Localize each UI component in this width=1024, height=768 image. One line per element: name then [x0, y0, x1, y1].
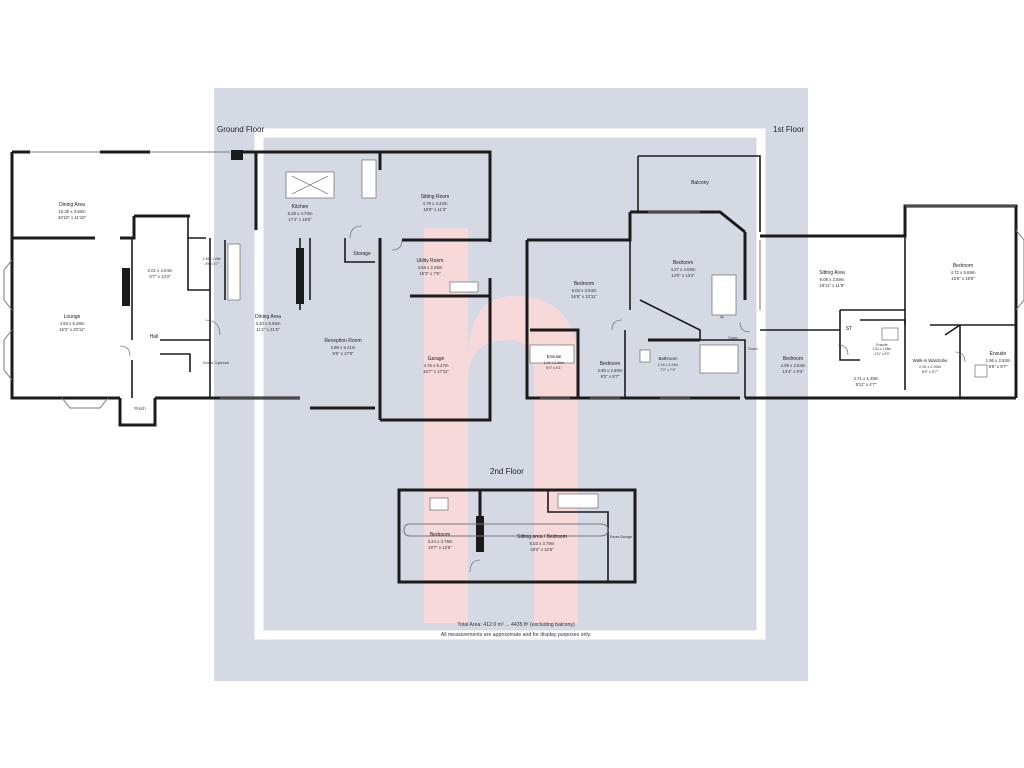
reception-dim-m: 2.89 x 5.41m: [331, 345, 356, 350]
kitchen-dim-ft: 17'4" x 15'5": [288, 217, 312, 222]
eaves-storage-name: Eaves Storage: [610, 535, 632, 539]
dining-left-dim-ft: 33'10" x 11'10": [58, 215, 87, 220]
bedroom-427-dim-ft: 14'0" x 13'4": [671, 273, 695, 278]
lounge-name: Lounge: [64, 314, 81, 320]
walk-in-dim-m: 2.05 x 2.93m: [919, 365, 941, 369]
bedroom-324-dim-m: 3.24 x 3.78m: [428, 539, 453, 544]
cloak-dim-ft: 4'9" x 5'7": [205, 262, 219, 266]
ensuite-small-name: Ensuite: [876, 343, 887, 347]
sitting-ground-name: Sitting Room: [421, 194, 450, 200]
sitting-area-dim-ft: 19'11" x 11'9": [819, 283, 845, 288]
bedroom-503-dim-m: 5.03 x 3.93m: [572, 288, 597, 293]
cloak-dim-m: 1.45 x 1.69m: [203, 257, 222, 261]
cloaks-cupboard-name: Cloaks Cupboard: [203, 361, 229, 365]
watermark-frame: [254, 128, 766, 640]
bedroom-503-name: Bedroom: [574, 281, 594, 287]
bedroom-280-dim-ft: 9'2" x 8'7": [601, 374, 620, 379]
bedroom-324-name: Bedroom: [430, 532, 450, 538]
ensuite-196-name: Ensuite: [990, 351, 1007, 357]
ensuite-196-dim-ft: 6'5" x 9'7": [989, 364, 1008, 369]
sitting-2nd-dim-m: 5.53 x 3.79m: [530, 541, 555, 546]
bedroom-472-dim-ft: 15'6" x 18'8": [951, 276, 975, 281]
ensuite-small-dim-m: 1.51 x 1.65m: [873, 347, 892, 351]
landing-dim-m: 2.71 x 1.39m: [854, 376, 879, 381]
dining-left-dim-m: 10.30 x 3.60m: [58, 209, 86, 214]
sitting-area-name: Sitting Area: [819, 270, 845, 276]
room-201-dim-ft: 6'7" x 13'3": [149, 274, 171, 279]
st-name: ST: [846, 326, 852, 332]
utility-name: Utility Room: [417, 258, 444, 264]
utility-dim-ft: 15'3" x 7'5": [419, 271, 441, 276]
bedroom-427-name: Bedroom: [673, 260, 693, 266]
lounge-dim-ft: 16'2" x 20'11": [59, 327, 85, 332]
down-label-1: Down: [728, 336, 737, 340]
disclaimer-text: All measurements are approximate and for…: [441, 632, 591, 638]
ensuite-194-dim-ft: 6'4" x 6'1": [546, 366, 562, 370]
sitting-ground-dim-m: 4.79 x 3.42m: [423, 201, 448, 206]
reception-name: Reception Room: [324, 338, 361, 344]
second-floor-label: 2nd Floor: [490, 467, 524, 476]
ground-floor-walls: [3, 150, 492, 427]
ensuite-small-dim-ft: 4'11" x 5'5": [874, 352, 889, 356]
garage-dim-ft: 15'7" x 17'11": [423, 369, 449, 374]
chimney: [231, 150, 243, 160]
sitting-2nd-dim-ft: 18'2" x 12'5": [530, 547, 554, 552]
ensuite-196-dim-m: 1.96 x 2.93m: [986, 358, 1011, 363]
porch-name: Porch: [134, 406, 146, 411]
landing-dim-ft: 8'11" x 4'7": [856, 382, 877, 387]
dining-left-name: Dining Area: [59, 202, 85, 208]
ground-floor-label: Ground Floor: [217, 125, 264, 134]
reception-dim-ft: 9'6" x 17'9": [332, 351, 354, 356]
up-label: Up: [720, 315, 724, 319]
garage-dim-m: 4.76 x 5.47m: [424, 363, 449, 368]
sitting-area-dim-m: 6.08 x 3.59m: [820, 277, 845, 282]
bedroom-324-dim-ft: 10'7" x 12'5": [428, 545, 452, 550]
ensuite-194-dim-m: 1.94 x 2.80m: [544, 361, 565, 365]
bedroom-280-dim-m: 2.80 x 2.60m: [598, 368, 623, 373]
bedroom-503-dim-ft: 16'6" x 12'11": [571, 294, 597, 299]
walk-in-dim-ft: 6'9" x 9'7": [922, 370, 939, 374]
sitting-2nd-name: Sitting area / Bedroom: [517, 534, 567, 540]
dining-mid-dim-ft: 11'1" x 21'6": [256, 327, 280, 332]
bathroom-dim-ft: 7'2" x 7'4": [660, 368, 676, 372]
balcony-name: Balcony: [691, 180, 709, 186]
walk-in-name: Walk-in Wardrobe: [913, 358, 948, 363]
first-floor-walls: [525, 155, 1024, 400]
bedroom-280-name: Bedroom: [600, 361, 620, 367]
storage-name: Storage: [353, 251, 371, 257]
bedroom-472-name: Bedroom: [953, 263, 973, 269]
bedroom-472-dim-m: 4.72 x 5.69m: [951, 270, 976, 275]
bathroom-dim-m: 2.18 x 2.24m: [658, 363, 679, 367]
kitchen-dim-m: 5.28 x 4.70m: [288, 211, 313, 216]
kitchen-name: Kitchen: [292, 204, 309, 210]
garage-name: Garage: [428, 356, 445, 362]
bedroom-408-name: Bedroom: [783, 356, 803, 362]
letter-h-logo-icon: [424, 228, 578, 623]
second-floor-walls: [397, 488, 637, 584]
dining-mid-name: Dining Area: [255, 314, 281, 320]
bedroom-427-dim-m: 4.27 x 4.08m: [671, 267, 696, 272]
bedroom-408-dim-ft: 13'4" x 9'3": [782, 369, 804, 374]
room-201-dim-m: 2.01 x 4.04m: [148, 268, 173, 273]
sitting-ground-dim-ft: 15'9" x 11'3": [423, 207, 447, 212]
dining-mid-dim-m: 3.40 x 6.56m: [256, 321, 281, 326]
total-area-text: Total Area: 412.0 m² ... 4435 ft² (exclu…: [457, 622, 575, 628]
utility-dim-m: 4.68 x 2.25m: [418, 265, 443, 270]
bedroom-408-dim-m: 4.08 x 2.83m: [781, 363, 806, 368]
lounge-dim-m: 4.93 x 6.38m: [60, 321, 85, 326]
bathroom-name: Bathroom: [658, 356, 677, 361]
first-floor-label: 1st Floor: [773, 125, 804, 134]
hall-name: Hall: [150, 334, 159, 340]
ensuite-194-name: Ensuite: [547, 354, 562, 359]
down-label-2: Down: [748, 347, 757, 351]
